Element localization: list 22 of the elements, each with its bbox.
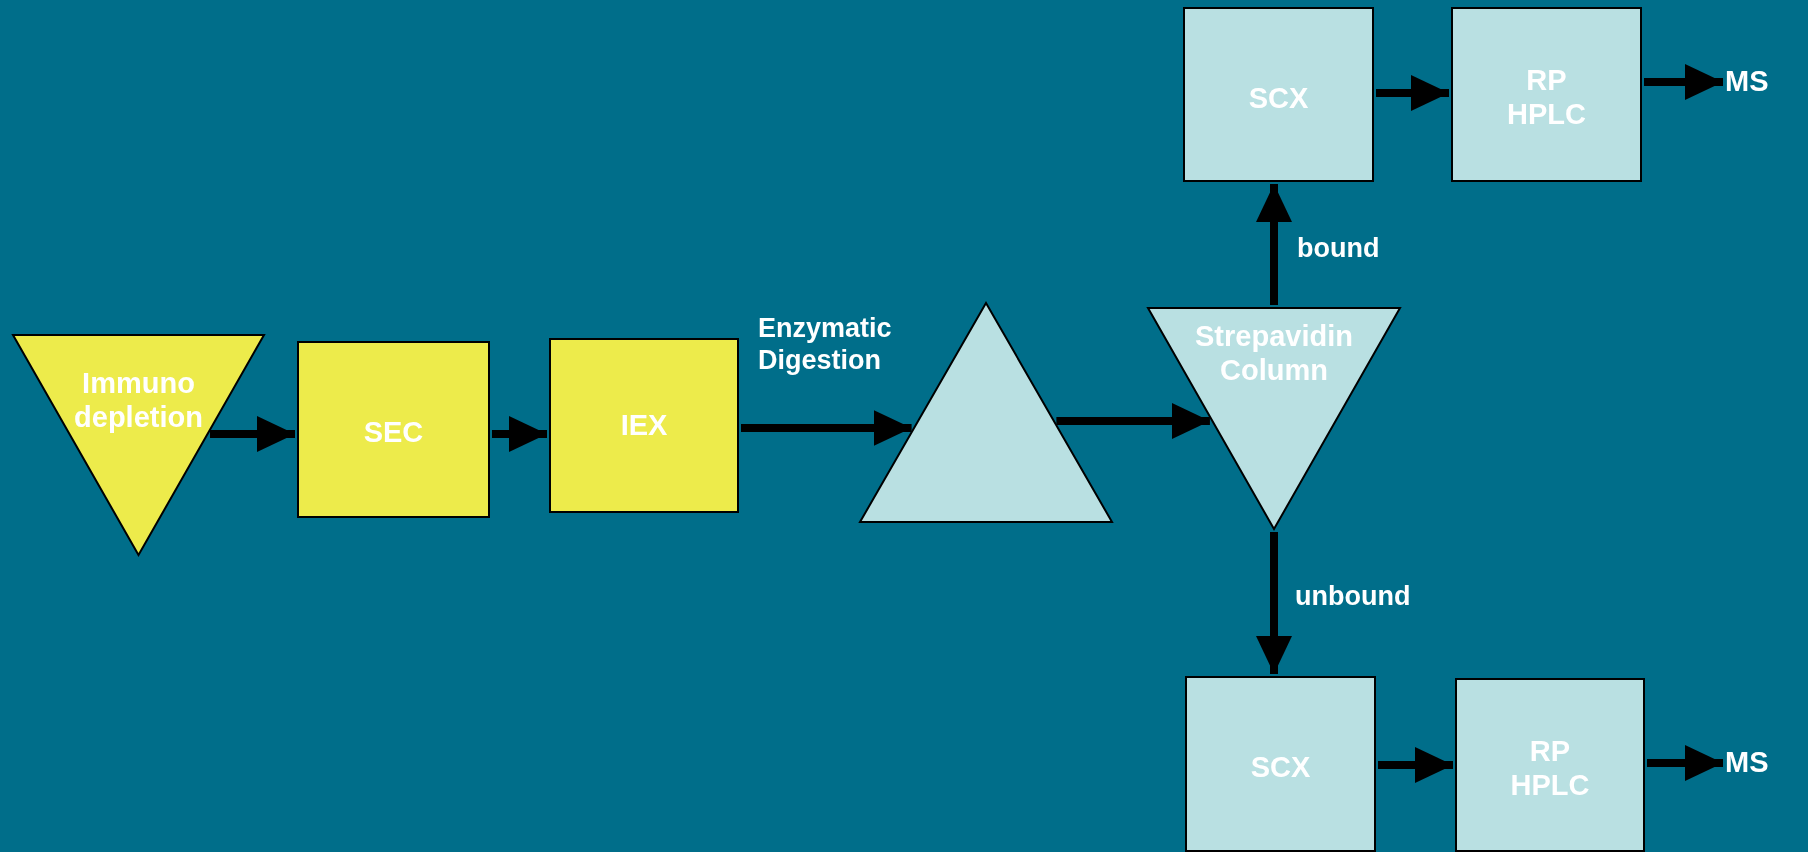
- arrow: [1378, 747, 1453, 783]
- node-label: RP HPLC: [1506, 63, 1587, 131]
- process-box: [1455, 678, 1645, 852]
- output-label: MS: [1725, 64, 1769, 98]
- process-box: [549, 338, 739, 513]
- process-box: [1185, 676, 1376, 852]
- node-label: Strepavidin Column: [1194, 319, 1354, 387]
- node-label: IEX: [619, 408, 669, 442]
- process-box: [1451, 7, 1642, 182]
- process-box: [297, 341, 490, 518]
- arrow: [210, 416, 295, 452]
- output-label: MS: [1725, 745, 1769, 779]
- arrow: [492, 416, 547, 452]
- node-label: SEC: [362, 415, 425, 449]
- arrow: [1056, 403, 1210, 439]
- node-label: SCX: [1249, 750, 1312, 784]
- node-label: Immuno depletion: [73, 366, 204, 434]
- arrow: [741, 410, 912, 446]
- process-box: [1183, 7, 1374, 182]
- node-label: SCX: [1247, 81, 1310, 115]
- arrow: [1376, 75, 1449, 111]
- node-label: RP HPLC: [1509, 734, 1591, 802]
